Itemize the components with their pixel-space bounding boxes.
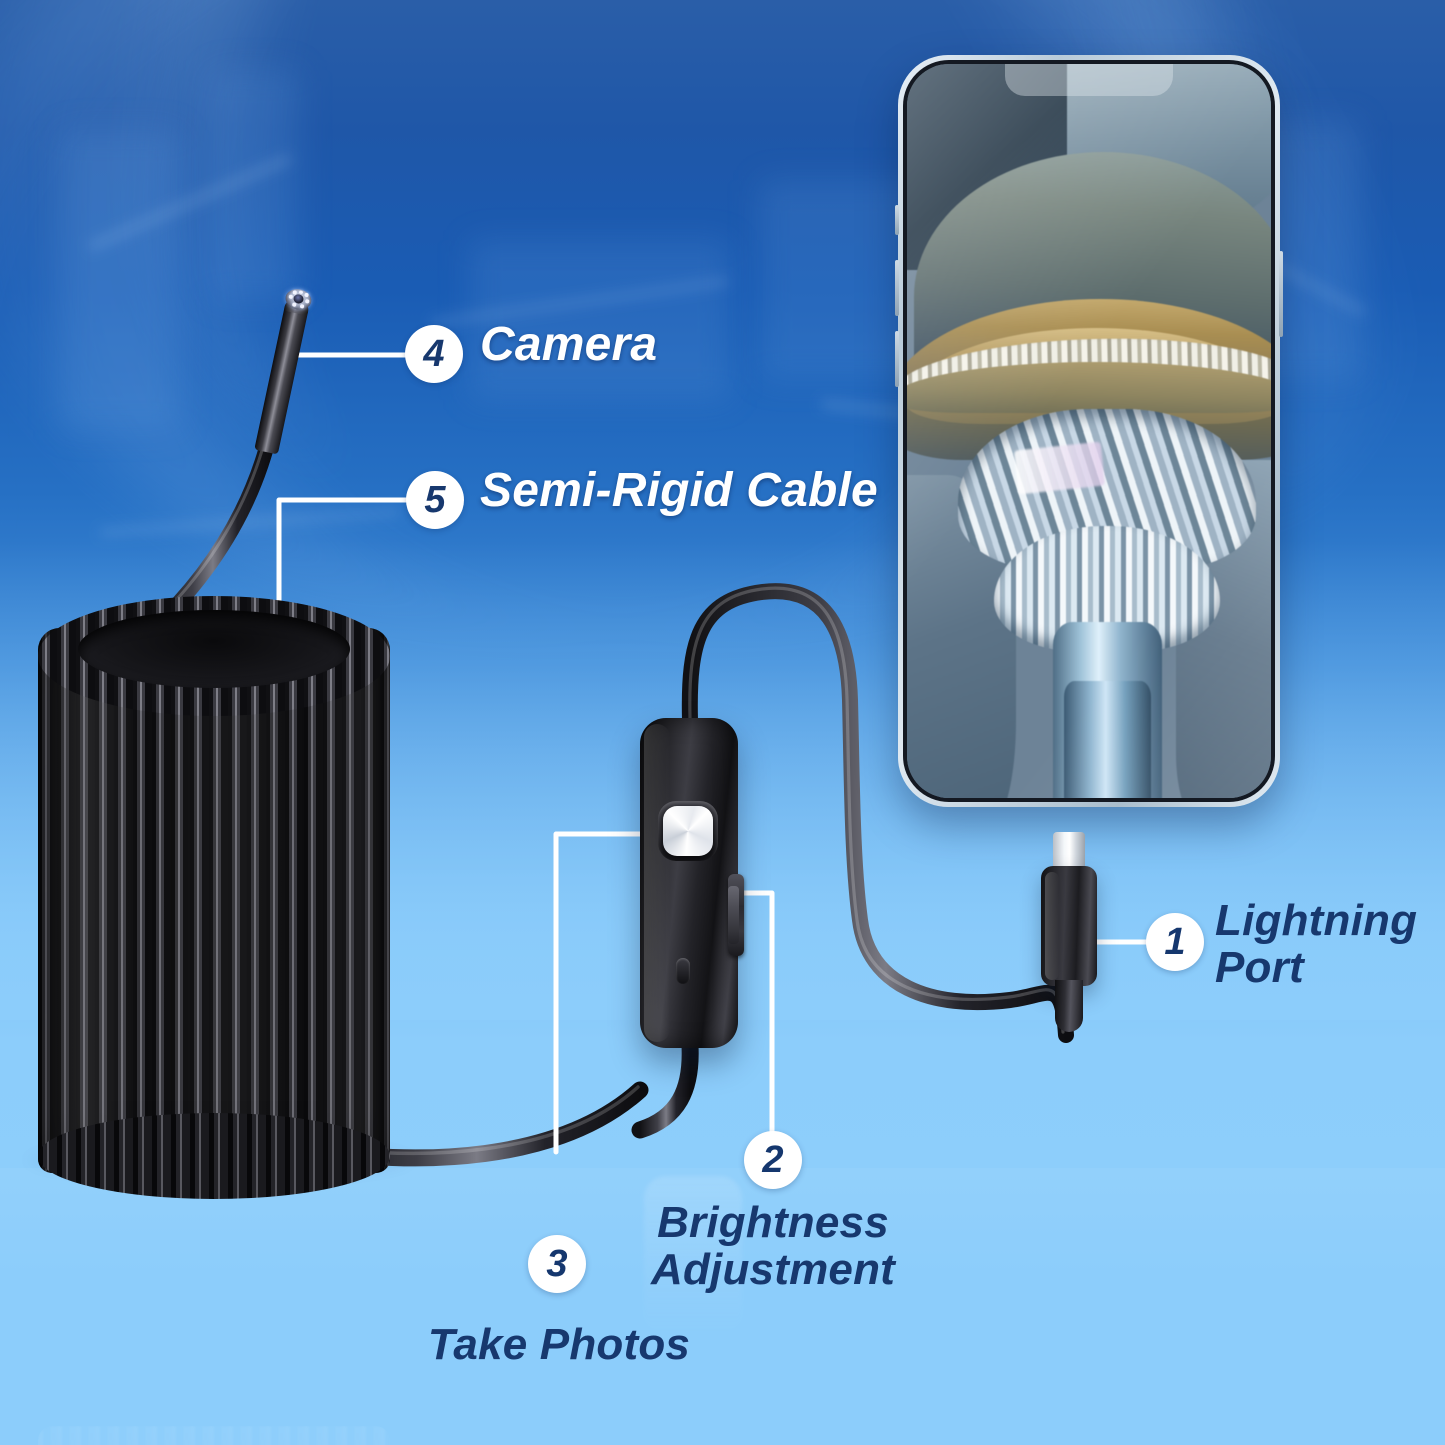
module-housing	[640, 718, 738, 1048]
led-icon	[304, 298, 310, 304]
callout-number-4: 4	[423, 332, 445, 376]
brightness-rocker-ridge[interactable]	[728, 886, 739, 944]
callout-label-1: Lightning Port	[1215, 896, 1418, 992]
background-block	[470, 240, 730, 400]
callout-label-2-line2: Adjustment	[651, 1244, 895, 1294]
cable-coil	[38, 596, 390, 1199]
coil-center-hole	[78, 610, 350, 688]
callout-label-2: Brightness Adjustment	[606, 1198, 940, 1294]
cable-coil-reflection	[38, 1426, 390, 1445]
photo-wave-spring-shadow	[907, 362, 1271, 414]
connector-strain-relief	[1055, 980, 1083, 1032]
module-highlight	[644, 724, 670, 1042]
coil-body	[38, 628, 390, 1173]
led-icon	[299, 303, 305, 309]
phone-notch	[1005, 64, 1173, 96]
callout-badge-2[interactable]: 2	[744, 1131, 802, 1189]
photo-button[interactable]	[663, 806, 713, 856]
callout-number-2: 2	[762, 1138, 784, 1182]
coil-bottom-edge	[38, 1113, 390, 1199]
background-block	[60, 130, 180, 430]
phone-power-button	[1279, 251, 1283, 337]
connector-highlight	[1045, 872, 1059, 980]
phone-volume-down-button	[895, 331, 899, 387]
callout-label-3: Take Photos	[427, 1320, 691, 1369]
ground-surface	[0, 1168, 1445, 1445]
callout-label-1-line1: Lightning	[1215, 896, 1418, 945]
photo-shaft-end	[1063, 680, 1151, 798]
connector-housing	[1041, 866, 1097, 986]
callout-badge-3[interactable]: 3	[528, 1235, 586, 1293]
phone-volume-up-button	[895, 260, 899, 316]
phone-mute-switch	[895, 205, 899, 235]
background-block	[210, 70, 300, 300]
callout-number-5: 5	[424, 478, 446, 522]
callout-label-1-line2: Port	[1215, 942, 1304, 992]
callout-label-4: Camera	[480, 318, 658, 371]
lightning-contact-tip	[1053, 832, 1085, 870]
callout-number-3: 3	[546, 1242, 568, 1286]
machinery-photo	[907, 64, 1271, 798]
control-module-reflection	[644, 1176, 742, 1336]
phone-frame	[903, 60, 1275, 802]
led-icon	[304, 292, 309, 297]
callout-label-2-line1: Brightness	[657, 1198, 889, 1247]
screen-glass-reflection	[907, 64, 1271, 798]
lightning-connector	[1031, 832, 1107, 1032]
smartphone	[895, 55, 1283, 807]
callout-badge-5[interactable]: 5	[406, 471, 464, 529]
coil-highlight	[38, 628, 390, 1173]
callout-badge-1[interactable]: 1	[1146, 913, 1204, 971]
phone-screen	[907, 64, 1271, 798]
callout-badge-4[interactable]: 4	[405, 325, 463, 383]
callout-number-1: 1	[1164, 920, 1186, 964]
control-module	[640, 718, 752, 1048]
status-indicator	[676, 958, 690, 984]
callout-label-5: Semi-Rigid Cable	[480, 464, 878, 517]
